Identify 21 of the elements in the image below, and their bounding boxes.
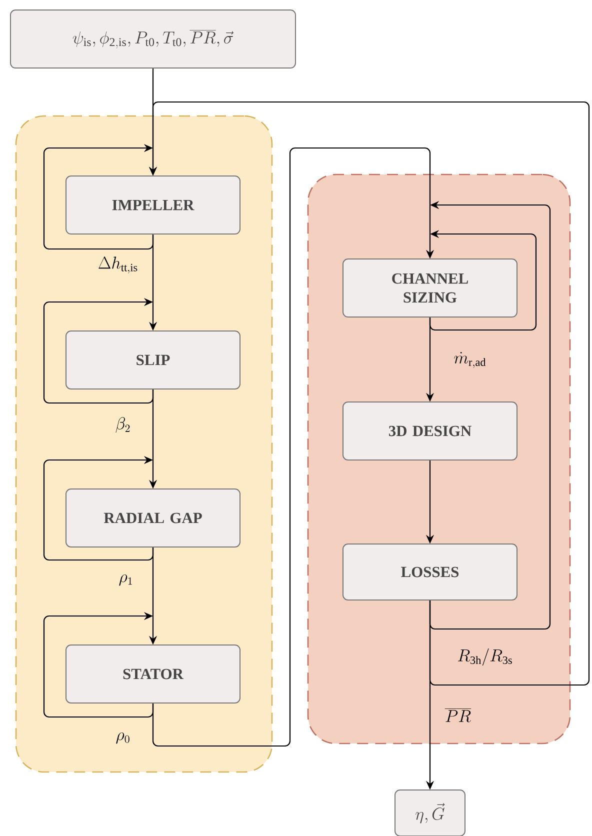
arrow	[152, 147, 434, 747]
edge-label: $\rho_0$	[116, 732, 130, 744]
process-box: 3D DESIGN	[342, 402, 518, 460]
process-box: RADIAL GAP	[66, 488, 240, 548]
arrow	[43, 456, 154, 561]
arrow	[43, 298, 154, 404]
edge-label: $\dot{m}_\mathrm{r,ad}$	[454, 352, 486, 368]
process-box: STATOR	[66, 644, 240, 704]
edge-label: $\overline{PR}$	[444, 708, 472, 722]
edge-label: $\Delta h_\mathrm{tt,is}$	[98, 256, 138, 274]
input-box: $\psi_\mathrm{is}, \phi_\mathrm{2,is}, P_\mathrm{t0}, T_\mathrm{t0}, \overline{PR}, \vec{\sigma}$	[10, 10, 296, 68]
arrow	[43, 144, 154, 250]
process-box: LOSSES	[342, 544, 518, 600]
process-box: CHANNEL SIZING	[342, 258, 518, 318]
edge-label: $\beta_2$	[116, 417, 130, 433]
output-box: $\eta, \vec{G}$	[394, 790, 466, 836]
arrow	[43, 612, 154, 718]
process-box: IMPELLER	[66, 176, 240, 234]
process-box: SLIP	[66, 330, 240, 390]
edge-label: $R_\mathrm{3h}/R_\mathrm{3s}$	[458, 648, 512, 666]
edge-label: $\rho_1$	[119, 574, 132, 586]
